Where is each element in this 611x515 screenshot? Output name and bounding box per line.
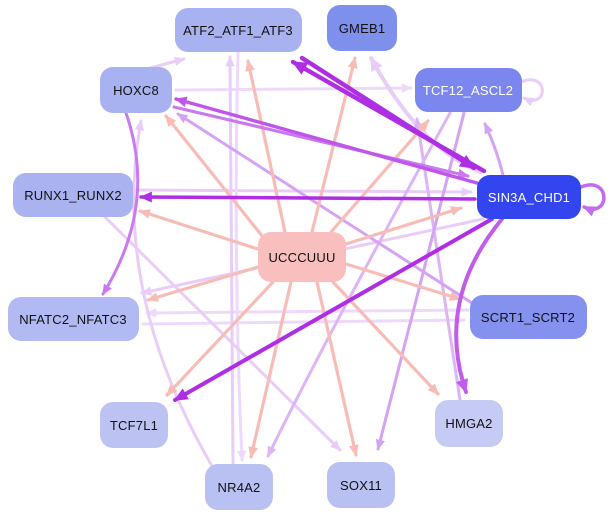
node-UCCCUUU[interactable]: UCCCUUU bbox=[258, 232, 346, 282]
edge-SCRT1_SCRT2-to-HOXC8 bbox=[176, 112, 474, 305]
arrowhead-TCF12_ASCL2-to-TCF12_ASCL2 bbox=[522, 97, 535, 107]
arrowhead-UCCCUUU-to-ATF2_ATF1_ATF3 bbox=[245, 59, 255, 72]
node-TCF7L1[interactable]: TCF7L1 bbox=[100, 402, 168, 448]
arrowhead-SIN3A_CHD1-to-TCF7L1 bbox=[173, 388, 189, 401]
node-label: RUNX1_RUNX2 bbox=[24, 187, 122, 203]
edge-UCCCUUU-to-HOXC8 bbox=[164, 114, 265, 239]
edge-UCCCUUU-to-NFATC2_NFATC3 bbox=[146, 265, 260, 302]
edge-TCF12_ASCL2-to-NR4A2 bbox=[266, 111, 452, 458]
edge-ATF2_ATF1_ATF3-to-SIN3A_CHD1 bbox=[299, 55, 477, 171]
node-NFATC2_NFATC3[interactable]: NFATC2_NFATC3 bbox=[7, 297, 139, 341]
node-ATF2_ATF1_ATF3[interactable]: ATF2_ATF1_ATF3 bbox=[174, 8, 302, 52]
arrowhead-UCCCUUU-to-TCF7L1 bbox=[165, 384, 178, 397]
node-HOXC8[interactable]: HOXC8 bbox=[100, 67, 172, 113]
arrowhead-NR4A2-to-ATF2_ATF1_ATF3 bbox=[225, 55, 235, 67]
edge-UCCCUUU-to-NR4A2 bbox=[249, 280, 293, 459]
arrowhead-ATF2_ATF1_ATF3-to-SIN3A_CHD1 bbox=[458, 154, 476, 169]
node-SIN3A_CHD1[interactable]: SIN3A_CHD1 bbox=[477, 175, 581, 219]
arrowhead-ATF2_ATF1_ATF3-to-NR4A2 bbox=[236, 450, 247, 462]
node-label: HOXC8 bbox=[113, 82, 159, 98]
arrowhead-HOXC8-to-TCF12_ASCL2 bbox=[401, 83, 413, 93]
arrowhead-NR4A2-to-HOXC8 bbox=[134, 119, 144, 131]
node-label: SIN3A_CHD1 bbox=[487, 189, 571, 205]
arrowhead-HOXC8-to-ATF2_ATF1_ATF3 bbox=[173, 56, 186, 66]
arrowhead-UCCCUUU-to-TCF12_ASCL2 bbox=[417, 119, 429, 132]
arrowhead-UCCCUUU-to-GMEB1 bbox=[347, 56, 358, 69]
edge-UCCCUUU-to-RUNX1_RUNX2 bbox=[138, 209, 260, 251]
arrowhead-UCCCUUU-to-HOXC8 bbox=[165, 114, 177, 127]
arrowhead-UCCCUUU-to-NFATC2_NFATC3 bbox=[146, 292, 159, 302]
edge-SIN3A_CHD1-to-HMGA2 bbox=[454, 217, 504, 394]
edge-NR4A2-to-ATF2_ATF1_ATF3 bbox=[228, 55, 235, 466]
edge-NR4A2-to-HOXC8 bbox=[132, 119, 214, 468]
arrowhead-HOXC8-to-SIN3A_CHD1 bbox=[457, 168, 470, 179]
arrowhead-SIN3A_CHD1-to-SIN3A_CHD1 bbox=[582, 206, 597, 217]
node-label: TCF12_ASCL2 bbox=[422, 82, 514, 98]
arrowhead-SIN3A_CHD1-to-RUNX1_RUNX2 bbox=[139, 191, 152, 203]
edge-UCCCUUU-to-TCF7L1 bbox=[165, 280, 275, 397]
arrowhead-RUNX1_RUNX2-to-SOX11 bbox=[330, 440, 342, 452]
edge-SIN3A_CHD1-to-SIN3A_CHD1 bbox=[579, 183, 606, 211]
arrowhead-SIN3A_CHD1-to-HMGA2 bbox=[456, 378, 468, 394]
arrowhead-UCCCUUU-to-HMGA2 bbox=[427, 383, 440, 396]
edge-UCCCUUU-to-SCRT1_SCRT2 bbox=[344, 262, 462, 301]
arrowhead-TCF12_ASCL2-to-NR4A2 bbox=[267, 445, 277, 458]
arrowhead-UCCCUUU-to-SCRT1_SCRT2 bbox=[449, 291, 462, 301]
node-label: HMGA2 bbox=[445, 415, 493, 431]
arrowhead-TCF12_ASCL2-to-SOX11 bbox=[375, 438, 385, 451]
node-label: NFATC2_NFATC3 bbox=[19, 311, 127, 327]
edge-UCCCUUU-to-SOX11 bbox=[315, 280, 358, 457]
node-label: UCCCUUU bbox=[268, 249, 336, 265]
node-RUNX1_RUNX2[interactable]: RUNX1_RUNX2 bbox=[13, 173, 133, 217]
arrowhead-SCRT1_SCRT2-to-HOXC8 bbox=[176, 113, 189, 123]
edge-SCRT1_SCRT2-to-NFATC2_NFATC3 bbox=[145, 308, 470, 315]
node-label: ATF2_ATF1_ATF3 bbox=[183, 22, 293, 38]
arrowhead-SCRT1_SCRT2-to-NFATC2_NFATC3 bbox=[145, 308, 157, 318]
node-label: SOX11 bbox=[340, 477, 382, 493]
arrowhead-SIN3A_CHD1-to-GMEB1 bbox=[370, 56, 383, 72]
node-label: TCF7L1 bbox=[109, 417, 159, 433]
arrowhead-SIN3A_CHD1-to-HOXC8 bbox=[174, 96, 188, 107]
edge-HOXC8-to-SIN3A_CHD1 bbox=[172, 105, 470, 178]
node-SCRT1_SCRT2[interactable]: SCRT1_SCRT2 bbox=[469, 295, 587, 339]
node-label: GMEB1 bbox=[338, 20, 386, 36]
edge-HOXC8-to-TCF12_ASCL2 bbox=[174, 86, 413, 92]
edge-SIN3A_CHD1-to-RUNX1_RUNX2 bbox=[139, 195, 477, 201]
edge-SIN3A_CHD1-to-HOXC8 bbox=[174, 97, 479, 185]
edge-UCCCUUU-to-TCF12_ASCL2 bbox=[329, 119, 430, 234]
edge-ATF2_ATF1_ATF3-to-NR4A2 bbox=[234, 50, 244, 462]
node-label: NR4A2 bbox=[217, 479, 261, 495]
edge-NFATC2_NFATC3-to-SCRT1_SCRT2 bbox=[141, 318, 466, 326]
node-SOX11[interactable]: SOX11 bbox=[327, 462, 395, 508]
node-HMGA2[interactable]: HMGA2 bbox=[435, 399, 503, 447]
node-label: SCRT1_SCRT2 bbox=[480, 309, 576, 325]
edge-TCF12_ASCL2-to-TCF12_ASCL2 bbox=[519, 78, 544, 102]
node-TCF12_ASCL2[interactable]: TCF12_ASCL2 bbox=[414, 68, 522, 112]
arrowhead-HOXC8-to-NFATC2_NFATC3 bbox=[102, 283, 112, 296]
arrowhead-SIN3A_CHD1-to-ATF2_ATF1_ATF3 bbox=[291, 61, 309, 75]
edge-UCCCUUU-to-SIN3A_CHD1 bbox=[344, 206, 463, 246]
node-NR4A2[interactable]: NR4A2 bbox=[205, 464, 273, 510]
edge-TCF12_ASCL2-to-SOX11 bbox=[376, 111, 466, 451]
node-GMEB1[interactable]: GMEB1 bbox=[327, 5, 397, 51]
edge-RUNX1_RUNX2-to-SIN3A_CHD1 bbox=[131, 188, 473, 194]
arrowhead-UCCCUUU-to-SOX11 bbox=[348, 444, 359, 457]
edge-SIN3A_CHD1-to-TCF7L1 bbox=[173, 217, 494, 402]
arrowhead-SIN3A_CHD1-to-TCF12_ASCL2 bbox=[484, 122, 494, 135]
arrowhead-UCCCUUU-to-NR4A2 bbox=[248, 446, 259, 459]
edge-HOXC8-to-NFATC2_NFATC3 bbox=[101, 111, 140, 296]
edge-UCCCUUU-to-ATF2_ATF1_ATF3 bbox=[246, 59, 287, 234]
arrowhead-RUNX1_RUNX2-to-SIN3A_CHD1 bbox=[461, 187, 473, 197]
arrowhead-UCCCUUU-to-SIN3A_CHD1 bbox=[450, 206, 463, 216]
arrowhead-UCCCUUU-to-RUNX1_RUNX2 bbox=[138, 209, 151, 219]
